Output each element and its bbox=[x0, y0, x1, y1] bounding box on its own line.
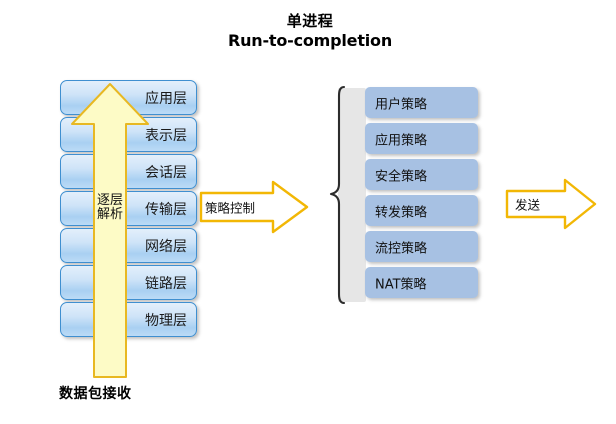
policy-item-nat[interactable]: NAT策略 bbox=[365, 267, 478, 298]
policy-group-column bbox=[338, 88, 366, 302]
right-arrow-icon bbox=[199, 180, 309, 234]
policy-item-user[interactable]: 用户策略 bbox=[365, 87, 478, 118]
up-arrow-icon bbox=[71, 83, 149, 378]
send-arrow-label: 发送 bbox=[515, 197, 541, 213]
osi-layer-datalink[interactable]: 链路层 bbox=[60, 265, 197, 300]
policy-list: 用户策略 应用策略 安全策略 转发策略 流控策略 NAT策略 bbox=[365, 87, 478, 303]
osi-protocol-stack: 应用层 表示层 会话层 传输层 网络层 链路层 物理层 bbox=[60, 80, 197, 339]
send-arrow[interactable]: 发送 bbox=[505, 178, 597, 230]
osi-layer-label: 会话层 bbox=[145, 164, 187, 181]
policy-item-label: 安全策略 bbox=[375, 169, 428, 184]
osi-layer-label: 表示层 bbox=[145, 127, 187, 144]
policy-control-arrow[interactable]: 策略控制 bbox=[199, 180, 309, 234]
policy-item-label: 应用策略 bbox=[375, 133, 428, 148]
policy-item-label: 转发策略 bbox=[375, 205, 428, 220]
policy-item-application[interactable]: 应用策略 bbox=[365, 123, 478, 154]
osi-layer-label: 应用层 bbox=[145, 90, 187, 107]
policy-item-label: 用户策略 bbox=[375, 97, 428, 112]
policy-item-label: 流控策略 bbox=[375, 241, 428, 256]
policy-item-forwarding[interactable]: 转发策略 bbox=[365, 195, 478, 226]
title-line-english: Run-to-completion bbox=[227, 31, 393, 51]
right-arrow-icon bbox=[505, 178, 597, 230]
diagram-title: 单进程 Run-to-completion bbox=[150, 12, 470, 52]
policy-control-arrow-label: 策略控制 bbox=[205, 200, 256, 216]
packet-receive-caption: 数据包接收 bbox=[59, 386, 132, 402]
osi-layer-label: 物理层 bbox=[145, 312, 187, 329]
osi-layer-network[interactable]: 网络层 bbox=[60, 228, 197, 263]
title-line-chinese: 单进程 bbox=[286, 12, 334, 30]
policy-group-brace bbox=[322, 84, 370, 306]
osi-layer-transport[interactable]: 传输层 bbox=[60, 191, 197, 226]
osi-layer-session[interactable]: 会话层 bbox=[60, 154, 197, 189]
layer-parse-up-arrow: 逐层解析 bbox=[70, 82, 150, 379]
osi-layer-label: 链路层 bbox=[145, 275, 187, 292]
osi-layer-label: 网络层 bbox=[145, 238, 187, 255]
curly-brace-icon bbox=[329, 85, 346, 305]
policy-item-security[interactable]: 安全策略 bbox=[365, 159, 478, 190]
osi-layer-physical[interactable]: 物理层 bbox=[60, 302, 197, 337]
osi-layer-label: 传输层 bbox=[145, 201, 187, 218]
policy-item-flow-control[interactable]: 流控策略 bbox=[365, 231, 478, 262]
up-arrow-label: 逐层解析 bbox=[96, 193, 123, 222]
policy-item-label: NAT策略 bbox=[375, 277, 427, 292]
